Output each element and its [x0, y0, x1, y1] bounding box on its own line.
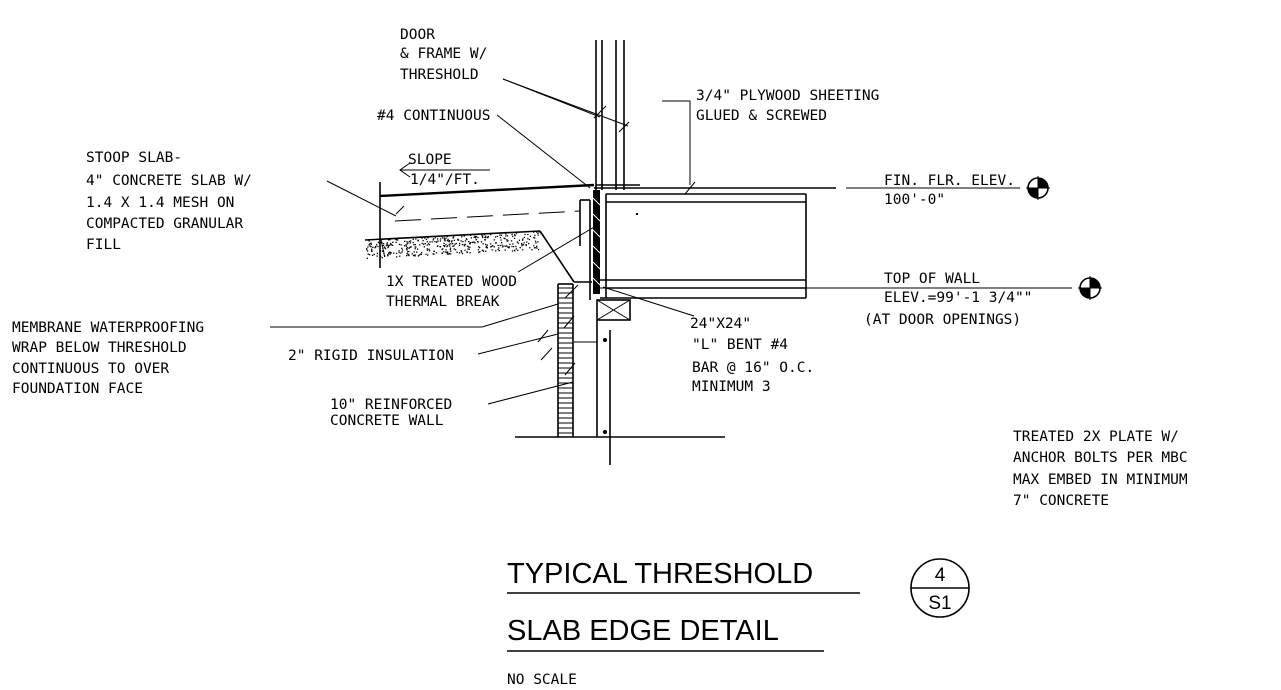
stoop-slab	[364, 182, 592, 283]
label-slope-1: SLOPE	[408, 152, 452, 168]
label-top-wall-1: TOP OF WALL	[884, 271, 980, 287]
label-plywood-1: 3/4" PLYWOOD SHEETING	[696, 88, 879, 104]
callout-sheet-number: S1	[928, 593, 951, 614]
sill-plate	[596, 299, 631, 321]
label-plate-3: MAX EMBED IN MINIMUM	[1013, 472, 1188, 488]
label-plate-4: 7" CONCRETE	[1013, 493, 1109, 509]
label-membrane-2: WRAP BELOW THRESHOLD	[12, 340, 187, 356]
label-bent-1: 24"X24"	[690, 316, 751, 332]
label-plate-1: TREATED 2X PLATE W/	[1013, 429, 1179, 445]
label-membrane-1: MEMBRANE WATERPROOFING	[12, 320, 204, 336]
label-plywood-2: GLUED & SCREWED	[696, 108, 827, 124]
label-door-1: DOOR	[400, 27, 435, 43]
granular-fill	[366, 231, 542, 259]
label-rigid-insulation: 2" RIGID INSULATION	[288, 348, 454, 364]
label-stoop-1: STOOP SLAB-	[86, 150, 182, 166]
label-door-2: & FRAME W/	[400, 46, 487, 62]
label-plate-2: ANCHOR BOLTS PER MBC	[1013, 450, 1188, 466]
insulation-hatch	[558, 287, 573, 434]
label-top-wall-3: (AT DOOR OPENINGS)	[864, 312, 1021, 328]
label-bent-4: MINIMUM 3	[692, 379, 771, 395]
label-wall-1: 10" REINFORCED	[330, 397, 452, 413]
thermal-break	[589, 190, 601, 300]
label-thermal-2: THERMAL BREAK	[386, 294, 500, 310]
foundation-wall	[515, 283, 725, 465]
label-membrane-3: CONTINUOUS TO OVER	[12, 361, 169, 377]
detail-callout: 4 S1	[910, 558, 970, 618]
label-wall-2: CONCRETE WALL	[330, 413, 444, 429]
label-fin-flr-1: FIN. FLR. ELEV.	[884, 173, 1015, 189]
leader-lines	[270, 78, 695, 405]
label-bent-3: BAR @ 16" O.C.	[692, 360, 814, 376]
label-top-wall-2: ELEV.=99'-1 3/4""	[884, 290, 1032, 306]
finish-floor-line	[379, 181, 836, 198]
label-stoop-5: FILL	[86, 237, 121, 253]
label-door-3: THRESHOLD	[400, 67, 479, 83]
label-thermal-1: 1X TREATED WOOD	[386, 274, 517, 290]
label-stoop-3: 1.4 X 1.4 MESH ON	[86, 195, 234, 211]
slope-arrow	[399, 162, 490, 178]
label-fin-flr-2: 100'-0"	[884, 192, 945, 208]
label-stoop-2: 4" CONCRETE SLAB W/	[86, 173, 252, 189]
title-scale: NO SCALE	[507, 672, 577, 688]
floor-system	[600, 193, 807, 299]
elevation-marker-fin-floor	[1026, 176, 1050, 200]
title-line-1: TYPICAL THRESHOLD	[507, 558, 813, 590]
elevation-marker-top-of-wall	[1078, 276, 1102, 300]
label-membrane-4: FOUNDATION FACE	[12, 381, 143, 397]
label-continuous: #4 CONTINUOUS	[377, 108, 491, 124]
callout-detail-number: 4	[935, 565, 946, 586]
detail-title: TYPICAL THRESHOLD SLAB EDGE DETAIL NO SC…	[507, 558, 860, 688]
label-slope-2: 1/4"/FT.	[410, 172, 480, 188]
title-line-2: SLAB EDGE DETAIL	[507, 615, 779, 647]
label-bent-2: "L" BENT #4	[692, 337, 788, 353]
label-stoop-4: COMPACTED GRANULAR	[86, 216, 243, 232]
